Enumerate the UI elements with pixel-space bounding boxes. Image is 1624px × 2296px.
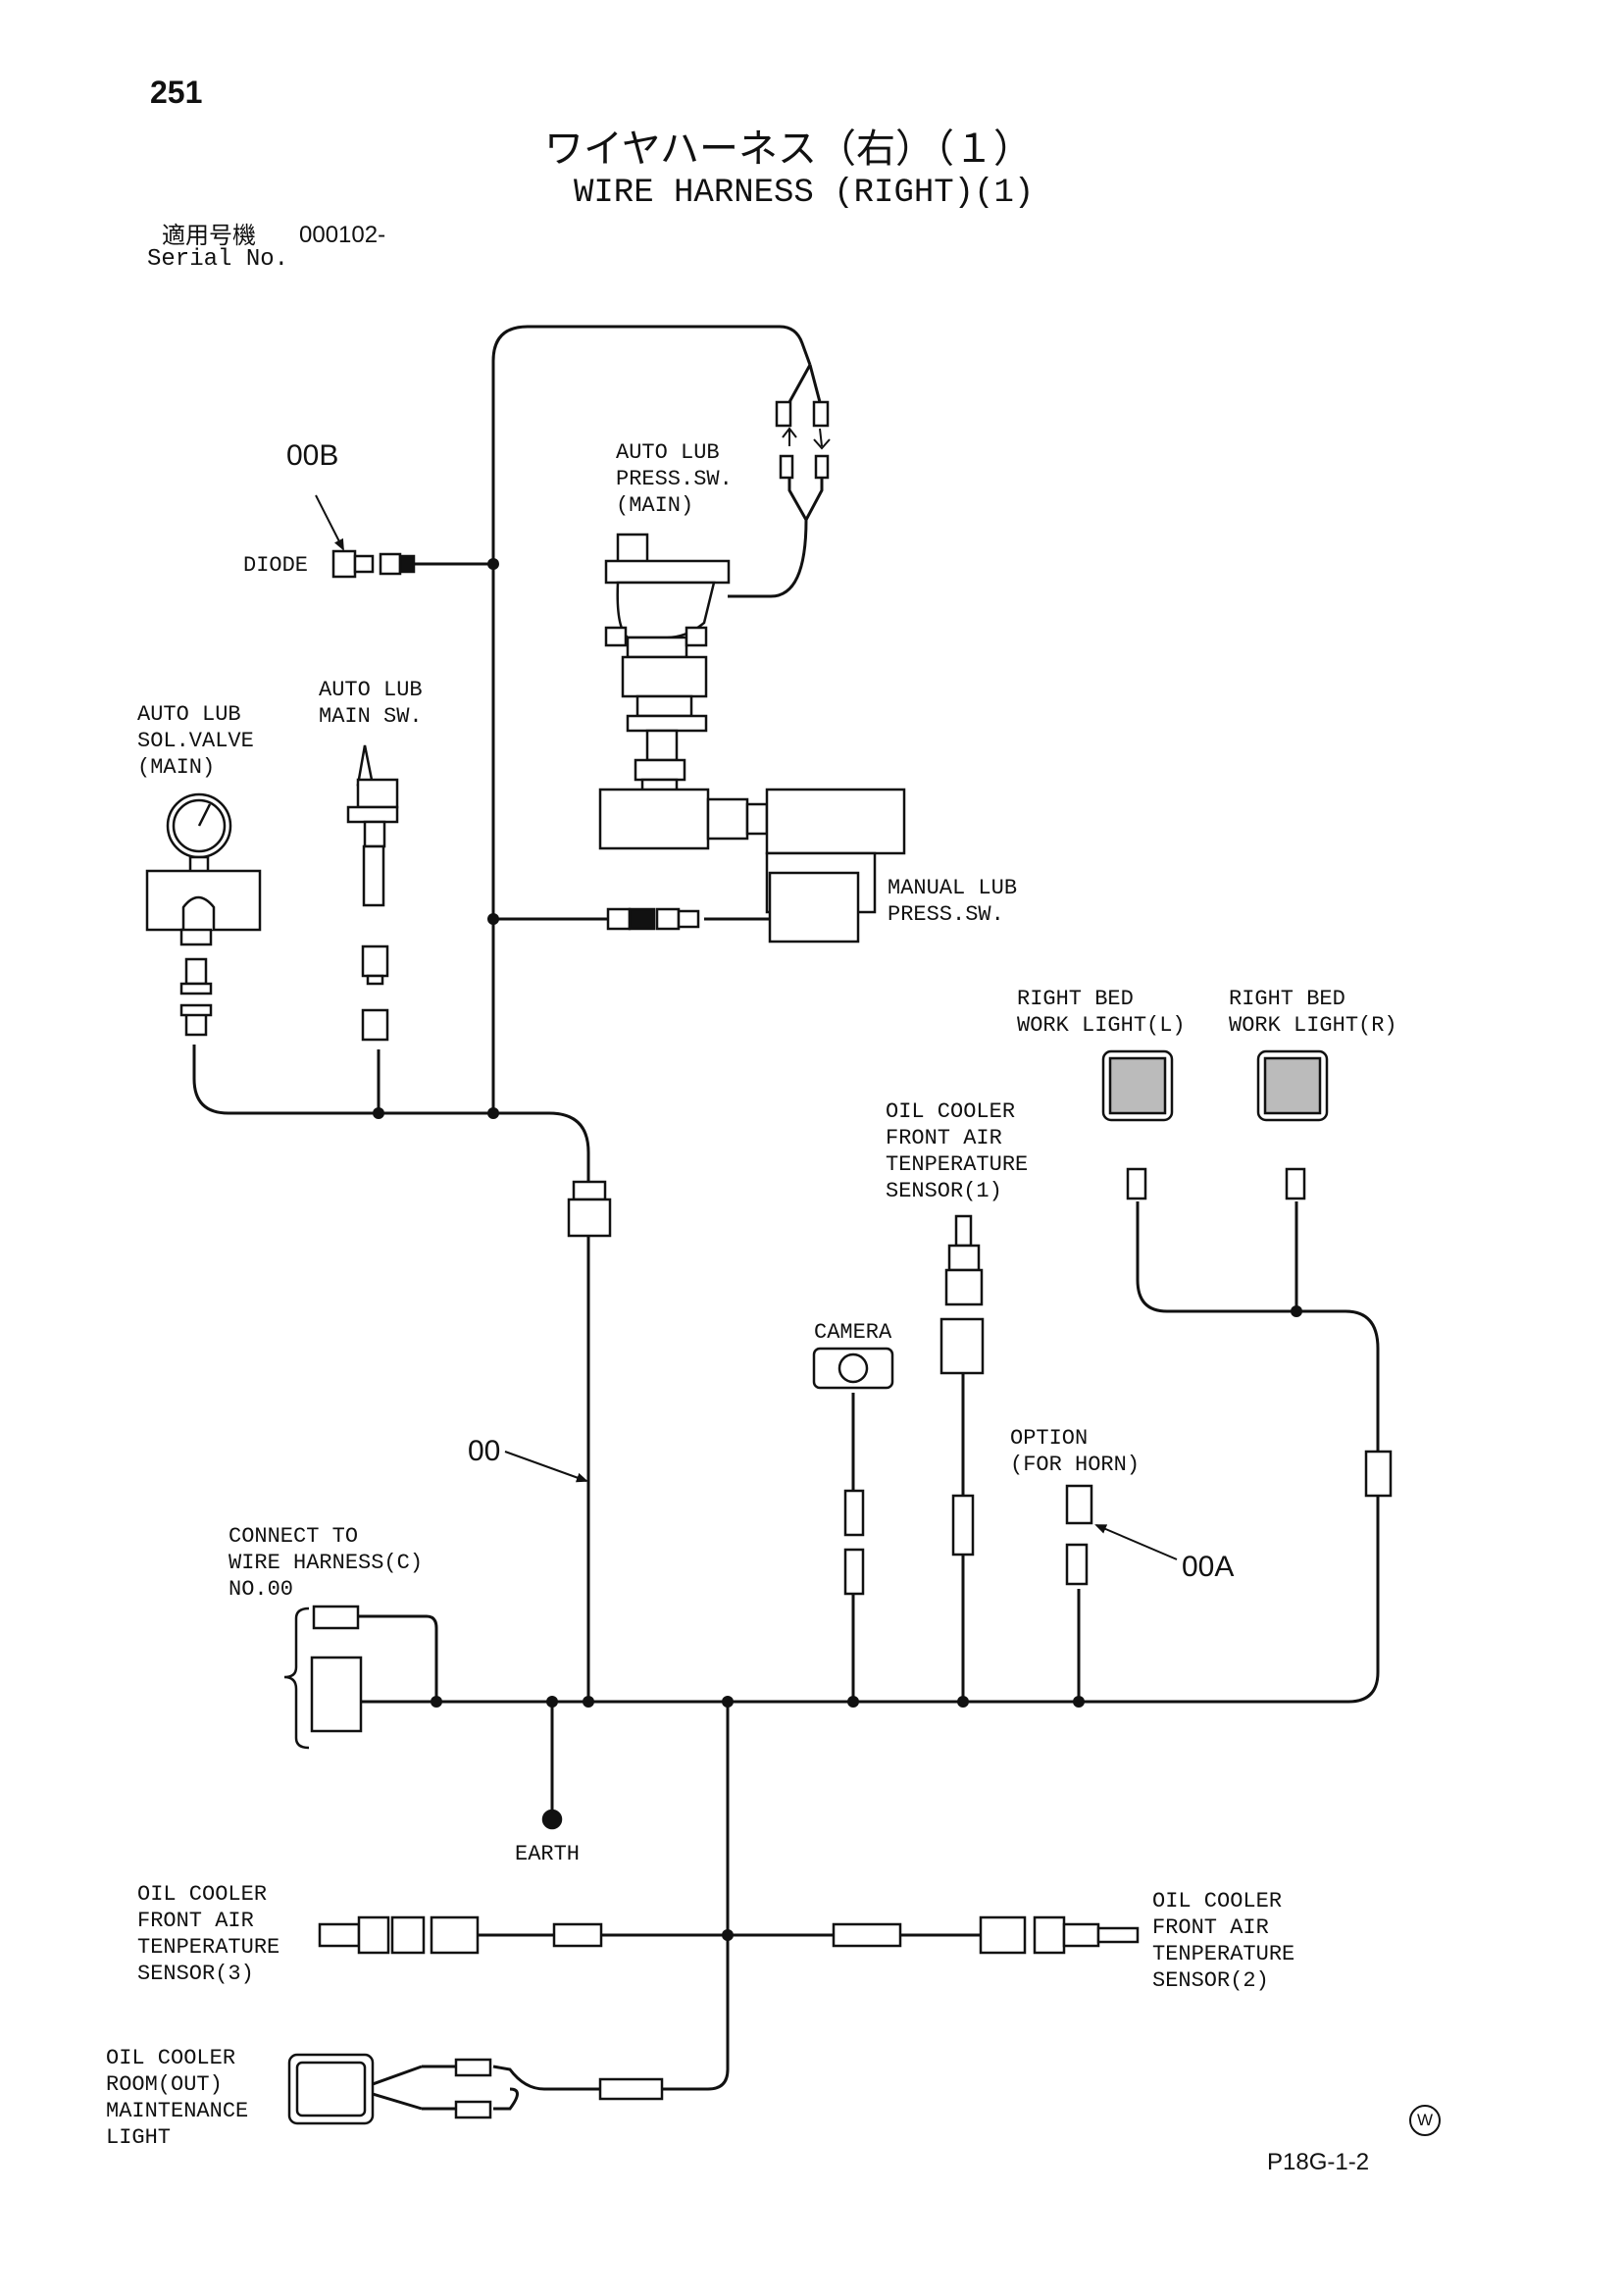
label-auto-lub-main-sw: AUTO LUB MAIN SW. <box>319 678 423 729</box>
oil-cooler-sensor-2-icon <box>832 1915 1140 1955</box>
label-auto-lub-press-sw-main: AUTO LUB PRESS.SW. (MAIN) <box>616 440 733 518</box>
right-bed-work-light-l-icon <box>1101 1049 1174 1200</box>
work-light-inline-connector <box>1364 1450 1393 1498</box>
auto-lub-main-sw-icon <box>346 744 399 1042</box>
label-diode: DIODE <box>243 553 309 578</box>
oil-cooler-sensor-1-icon <box>939 1214 985 1556</box>
auto-lub-press-sw-main-arrows <box>782 427 831 450</box>
label-earth: EARTH <box>515 1842 581 1866</box>
manual-lub-connectors <box>606 907 700 931</box>
page-title-japanese: ワイヤハーネス（右）（１） <box>544 127 1033 172</box>
option-horn-connectors <box>1065 1484 1093 1586</box>
reference-arrows <box>315 494 1178 1560</box>
junction-dots <box>373 558 1302 1941</box>
serial-label-english: Serial No. <box>147 246 289 273</box>
right-bed-work-light-r-icon <box>1256 1049 1329 1200</box>
label-right-bed-work-light-r: RIGHT BED WORK LIGHT(R) <box>1229 987 1397 1038</box>
connect-to-harness-c-icon <box>283 1605 363 1750</box>
camera-icon <box>812 1347 894 1596</box>
part-ref-00b: 00B <box>286 439 339 472</box>
harness-wires <box>192 325 1380 2111</box>
label-oil-cooler-sensor-3: OIL COOLER FRONT AIR TENPERATURE SENSOR(… <box>137 1882 280 1986</box>
label-oil-cooler-sensor-2: OIL COOLER FRONT AIR TENPERATURE SENSOR(… <box>1152 1889 1295 1993</box>
part-ref-00a: 00A <box>1182 1551 1235 1583</box>
serial-label-japanese: 適用号機 <box>162 222 256 249</box>
trunk-inline-connector <box>567 1180 612 1238</box>
page-number: 251 <box>150 75 203 110</box>
oil-cooler-sensor-3-icon <box>318 1915 603 1955</box>
auto-lub-sol-valve-icon <box>145 792 262 1037</box>
part-ref-00: 00 <box>468 1435 501 1467</box>
label-right-bed-work-light-l: RIGHT BED WORK LIGHT(L) <box>1017 987 1186 1038</box>
auto-lub-press-sw-main <box>598 400 906 944</box>
label-connect-to-harness-c: CONNECT TO WIRE HARNESS(C) NO.00 <box>228 1524 424 1602</box>
label-camera: CAMERA <box>814 1320 892 1345</box>
page-code: P18G-1-2 <box>1267 2149 1370 2175</box>
label-option-for-horn: OPTION (FOR HORN) <box>1010 1426 1141 1477</box>
label-oil-cooler-sensor-1: OIL COOLER FRONT AIR TENPERATURE SENSOR(… <box>886 1099 1029 1203</box>
earth-icon <box>541 1809 563 1830</box>
label-oil-cooler-room-light: OIL COOLER ROOM(OUT) MAINTENANCE LIGHT <box>106 2046 249 2150</box>
oil-cooler-room-light-icon <box>287 2053 664 2125</box>
diode-icon <box>331 549 416 579</box>
serial-number-value: 000102- <box>299 222 386 248</box>
corner-mark-badge: W <box>1409 2105 1441 2136</box>
label-manual-lub-press-sw: MANUAL LUB PRESS.SW. <box>888 876 1018 927</box>
page-title-english: WIRE HARNESS (RIGHT)(1) <box>574 175 1035 212</box>
label-auto-lub-sol-valve: AUTO LUB SOL.VALVE (MAIN) <box>137 702 254 780</box>
